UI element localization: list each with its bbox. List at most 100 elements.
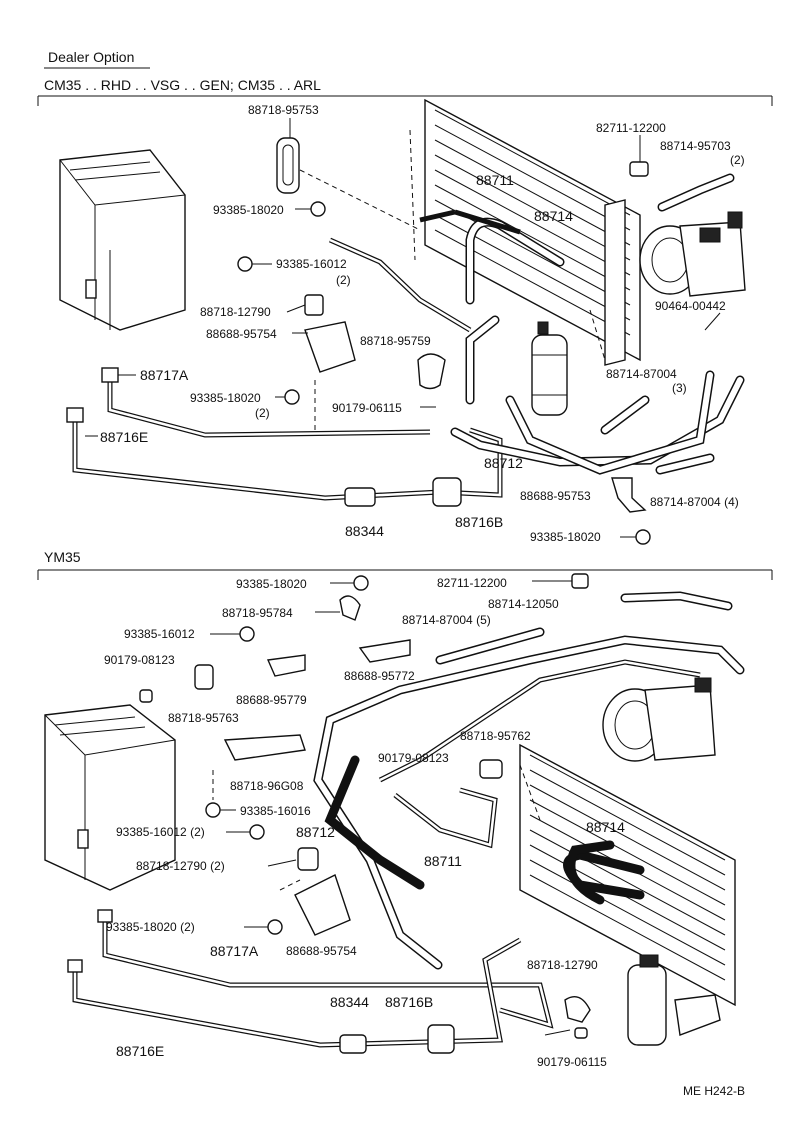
receiver-dryer-bottom (627, 954, 721, 1046)
bracket-88688-95754 (294, 874, 351, 936)
pipe-88711 (393, 787, 498, 849)
bracket-88688-95779 (266, 654, 306, 677)
part-label: 88714-87004 (5) (402, 613, 491, 627)
part-88344 (339, 1034, 367, 1054)
part-label: 93385-18020 (2) (106, 920, 195, 934)
bracket-88688-95772 (358, 639, 411, 663)
part-label: 88718-96G08 (230, 779, 304, 793)
part-label: 88688-95772 (344, 669, 415, 683)
bolt-icon (353, 575, 369, 591)
part-label: 88714-87004 (606, 367, 677, 381)
clamp-88718-96G08 (223, 734, 306, 761)
part-label: 88344 (330, 994, 369, 1010)
part-label: 88714 (586, 819, 625, 835)
clamp-88718-95763 (194, 664, 214, 690)
part-label: 93385-18020 (190, 391, 261, 405)
bolt-icon (284, 389, 300, 405)
part-label: 88717A (210, 943, 259, 959)
part-label: 90464-00442 (655, 299, 726, 313)
bolt-icon (205, 802, 221, 818)
part-label: 88716E (100, 429, 148, 445)
part-label: 88714-12050 (488, 597, 559, 611)
clamp-88718-95784 (339, 595, 361, 621)
dealer-option-title: Dealer Option (48, 49, 134, 65)
condenser-bottom (519, 743, 736, 1007)
part-label: 88718-95784 (222, 606, 293, 620)
part-label: 88718-95759 (360, 334, 431, 348)
part-label: 93385-16016 (240, 804, 311, 818)
part-label: 90179-06115 (537, 1055, 607, 1069)
part-label: 88716B (455, 514, 503, 530)
part-label: 93385-18020 (530, 530, 601, 544)
section1-labels: 88718-95753 93385-18020 88711 82711-1220… (100, 103, 745, 544)
evaporator-unit-bottom (44, 704, 176, 891)
part-label: 93385-18020 (236, 577, 307, 591)
bracket-88718-95753 (276, 137, 300, 194)
clamp-82711-12200 (571, 573, 589, 589)
part-label: 88688-95753 (520, 489, 591, 503)
diagram-code: ME H242-B (683, 1084, 745, 1098)
bolt-icon (239, 626, 255, 642)
part-label: 90179-08123 (104, 653, 175, 667)
part-label: 88688-95779 (236, 693, 307, 707)
part-label: (2) (730, 153, 745, 167)
clamp-88718-12790 (564, 996, 591, 1023)
section1-drawing (59, 98, 746, 545)
part-label: 88716B (385, 994, 433, 1010)
part-label: 88718-95753 (248, 103, 319, 117)
part-label: 93385-16012 (124, 627, 195, 641)
bracket-88688-95753 (611, 477, 647, 513)
part-label: (2) (336, 273, 351, 287)
clamp-88718-95759 (417, 353, 446, 390)
part-label: 88711 (424, 853, 462, 869)
bolt-icon (310, 201, 326, 217)
clamp-88718-95762 (479, 759, 503, 779)
part-label: 90179-06115 (332, 401, 402, 415)
part-label: 88712 (484, 455, 523, 471)
part-label: 82711-12200 (437, 576, 507, 590)
part-label: (3) (672, 381, 687, 395)
part-label: 88718-12790 (200, 305, 271, 319)
part-label: (2) (255, 406, 270, 420)
part-label: 88711 (476, 172, 514, 188)
bolt-icon (635, 529, 651, 545)
part-88716B (427, 1024, 455, 1054)
part-label: 88716E (116, 1043, 164, 1059)
part-label: 90179-08123 (378, 751, 449, 765)
clamp-82711-12200 (629, 161, 649, 177)
part-label: 88718-95762 (460, 729, 531, 743)
part-88344 (344, 487, 376, 507)
part-label: 88714-95703 (660, 139, 731, 153)
bracket-88688-95754 (304, 321, 356, 373)
compressor-bottom (602, 677, 716, 762)
section2-drawing (44, 573, 745, 1054)
section1-title: CM35 . . RHD . . VSG . . GEN; CM35 . . A… (44, 77, 321, 93)
evaporator-unit-top (59, 149, 186, 331)
part-label: 93385-16012 (276, 257, 347, 271)
part-label: 88688-95754 (286, 944, 357, 958)
bolt-icon (267, 919, 283, 935)
clamp-88718-12790 (304, 294, 324, 316)
part-label: 88688-95754 (206, 327, 277, 341)
bolt-icon (237, 256, 253, 272)
part-label: 88344 (345, 523, 384, 539)
receiver-dryer-top (531, 321, 568, 416)
part-label: 88718-12790 (527, 958, 598, 972)
part-label: 82711-12200 (596, 121, 666, 135)
condenser-top (424, 98, 641, 366)
part-label: 88718-12790 (2) (136, 859, 225, 873)
compressor-top (639, 211, 746, 297)
clamp-88718-12790 (297, 847, 319, 871)
part-label: 88712 (296, 824, 335, 840)
part-label: 88714 (534, 208, 573, 224)
section2-labels: 93385-18020 82711-12200 88718-95784 8871… (104, 576, 625, 1069)
part-label: 93385-18020 (213, 203, 284, 217)
part-label: 88714-87004 (4) (650, 495, 739, 509)
part-label: 88718-95763 (168, 711, 239, 725)
section2-title: YM35 (44, 549, 81, 565)
part-88716B (432, 477, 462, 507)
bolt-icon (249, 824, 265, 840)
part-label: 88717A (140, 367, 189, 383)
part-label: 93385-16012 (2) (116, 825, 205, 839)
